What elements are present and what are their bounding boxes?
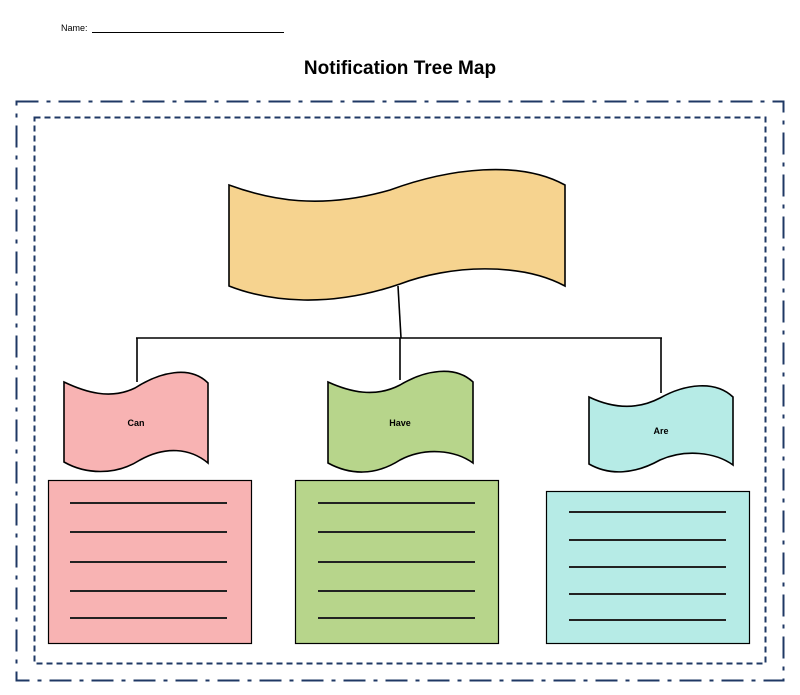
branch-are-label: Are (653, 426, 668, 436)
page-title: Notification Tree Map (303, 58, 497, 79)
branch-are[interactable]: Are (545, 385, 751, 645)
branch-have[interactable]: Have (294, 370, 500, 645)
branch-can-flag (63, 371, 209, 473)
branch-are-flag (588, 385, 734, 473)
name-input-line[interactable] (91, 22, 284, 33)
branch-have-writing-lines (318, 502, 475, 619)
branch-are-writing-lines (569, 511, 726, 621)
branch-have-label: Have (389, 418, 411, 428)
connector-lines (136, 285, 662, 393)
branch-can[interactable]: Can (47, 371, 253, 645)
branch-can-writing-lines (70, 502, 227, 619)
name-field-row: Name: (61, 22, 284, 33)
name-label: Name: (61, 23, 88, 33)
root-banner[interactable] (228, 168, 566, 301)
inner-border (33, 116, 767, 665)
branch-can-label: Can (127, 418, 144, 428)
branch-have-flag (327, 370, 474, 473)
outer-border (15, 100, 785, 682)
